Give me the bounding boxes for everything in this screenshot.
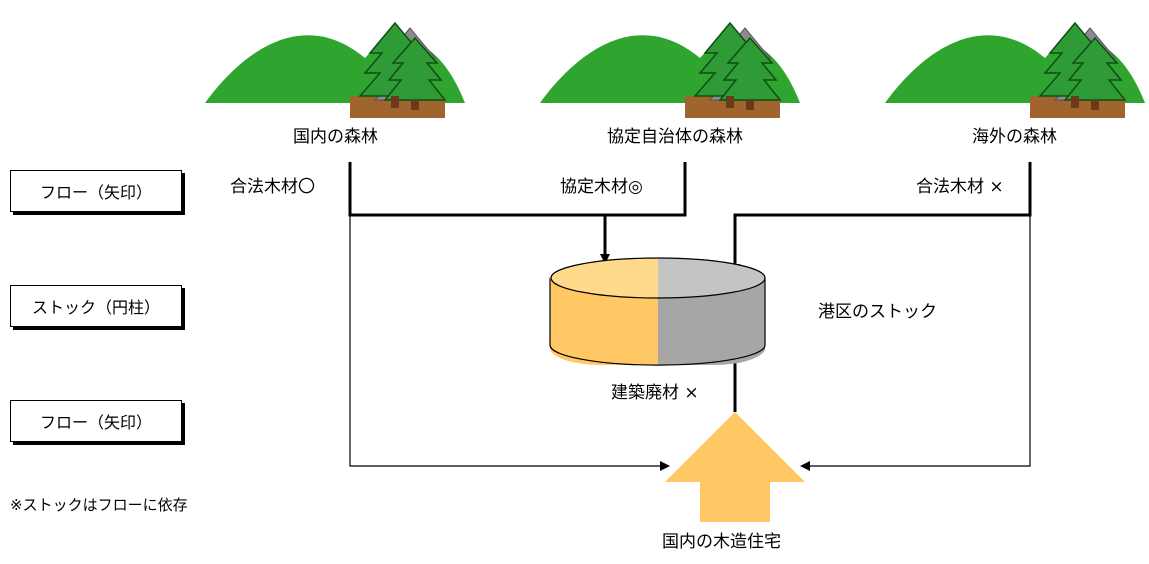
agreement-forest-label: 協定自治体の森林 bbox=[607, 127, 743, 147]
flow-line-domestic-to-housing bbox=[349, 215, 670, 471]
agreement-forest-illustration bbox=[539, 22, 801, 119]
legend-flow-bottom-text: フロー（矢印） bbox=[39, 413, 152, 432]
note-text: ※ストックはフローに依存 bbox=[10, 496, 188, 514]
demolition-label: 建築廃材 × bbox=[611, 383, 699, 403]
legend-flow-top: フロー（矢印） bbox=[10, 170, 182, 212]
legend-flow-top-text: フロー（矢印） bbox=[39, 183, 152, 202]
domestic-forest-label: 国内の森林 bbox=[293, 127, 378, 147]
legal-timber-ng-label: 合法木材 × bbox=[916, 177, 1004, 197]
housing-label: 国内の木造住宅 bbox=[662, 532, 781, 552]
flow-line-overseas-to-housing bbox=[800, 215, 1031, 471]
agreement-timber-label: 協定木材◎ bbox=[560, 177, 643, 197]
domestic-forest-illustration bbox=[204, 22, 466, 119]
legend-stock: ストック（円柱） bbox=[10, 285, 182, 327]
housing-arrow bbox=[665, 412, 805, 522]
flow-line-domestic-agreement bbox=[348, 162, 687, 217]
legend-flow-bottom: フロー（矢印） bbox=[10, 400, 182, 442]
overseas-forest-illustration bbox=[884, 22, 1146, 119]
overseas-forest-label: 海外の森林 bbox=[972, 127, 1057, 147]
stock-label: 港区のストック bbox=[818, 302, 937, 322]
stock-cylinder bbox=[549, 257, 766, 366]
legend-stock-text: ストック（円柱） bbox=[31, 298, 160, 317]
legal-timber-ok-label: 合法木材〇 bbox=[230, 177, 315, 197]
flow-arrow-to-stock-right bbox=[730, 162, 1032, 274]
